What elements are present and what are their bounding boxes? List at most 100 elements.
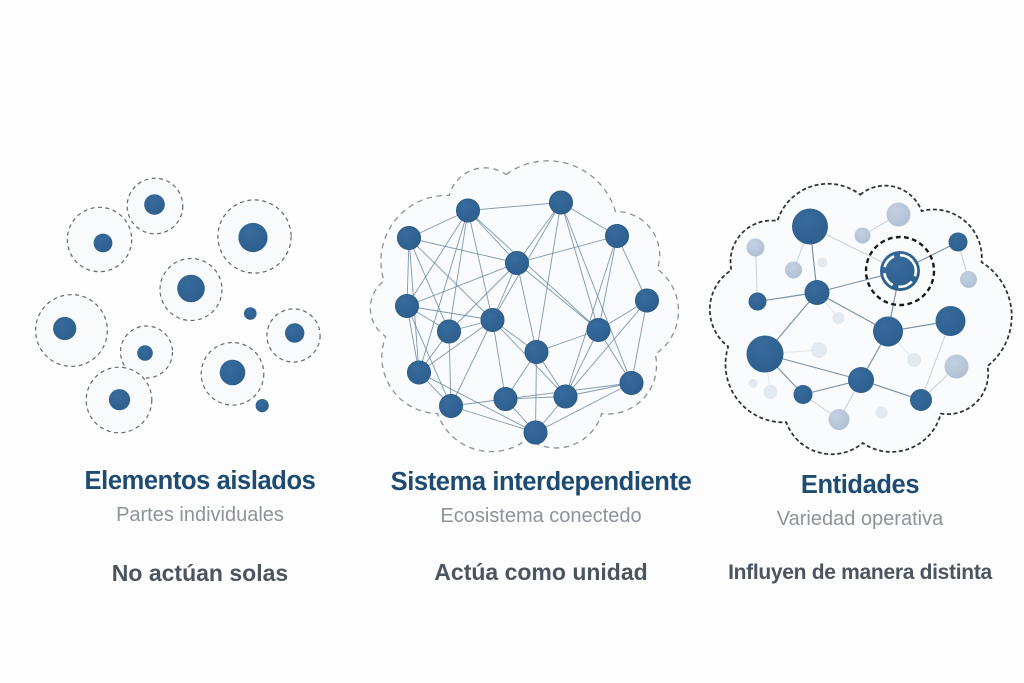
network-node — [604, 224, 629, 249]
entity-edge — [755, 247, 758, 302]
panel1-caption: No actúan solas — [111, 560, 289, 586]
entity-node-faded — [817, 257, 828, 268]
panel3-caption: Influyen de manera distinta — [728, 561, 992, 584]
network-group — [369, 160, 680, 453]
isolated-dot — [255, 399, 269, 413]
entity-node-dark — [935, 306, 966, 336]
entities-group — [708, 182, 1013, 456]
isolated-dot — [238, 222, 268, 253]
network-edge — [448, 331, 452, 407]
isolated-dot — [244, 307, 257, 320]
network-edge — [406, 210, 469, 307]
panel1-subtitle: Partes individuales — [116, 504, 284, 526]
isolated-dot — [53, 316, 77, 341]
network-node — [548, 190, 573, 215]
network-edge — [408, 237, 518, 264]
panel3-text-block: Entidades Variedad operativa — [690, 471, 1024, 531]
entity-node-light — [960, 271, 977, 288]
network-edge — [631, 300, 648, 384]
network-edge — [516, 202, 562, 264]
network-node — [493, 386, 518, 411]
isolated-dot — [219, 359, 246, 386]
panel1-text-block: Elementos aislados Partes individuales — [30, 467, 370, 527]
network-edge — [448, 210, 469, 332]
network-edge — [565, 300, 648, 397]
isolated-dot — [285, 323, 305, 343]
network-edge — [418, 319, 493, 373]
entity-node-dark — [848, 367, 874, 393]
entities-cloud-outline — [708, 182, 1013, 456]
panel2-subtitle: Ecosistema conectedo — [440, 505, 642, 527]
network-node — [586, 317, 611, 342]
highlighted-entity-node — [880, 251, 920, 291]
network-edge — [406, 305, 493, 321]
entity-node-faded — [907, 353, 921, 367]
network-node — [524, 339, 549, 364]
network-edge — [406, 305, 452, 407]
network-node — [438, 393, 463, 418]
network-edge — [450, 319, 493, 407]
isolated-dot — [108, 389, 131, 411]
network-node — [480, 307, 505, 332]
entity-node-faded — [811, 342, 827, 358]
network-edge — [408, 237, 493, 321]
isolated-dot — [144, 194, 165, 215]
network-edge — [565, 235, 618, 397]
panel1-title: Elementos aislados — [84, 467, 316, 495]
entity-node-light — [854, 227, 871, 244]
isolated-dot — [93, 233, 113, 253]
entity-node-faded — [763, 385, 778, 399]
network-edge — [406, 262, 518, 307]
network-node — [394, 293, 419, 318]
network-edge — [448, 262, 518, 332]
network-edge — [565, 329, 599, 397]
network-edge — [516, 262, 599, 331]
network-node — [406, 360, 431, 385]
network-node — [504, 251, 529, 276]
network-edge — [450, 405, 536, 433]
entity-node-dark — [793, 385, 813, 404]
network-node — [634, 288, 659, 313]
network-edge — [598, 235, 618, 331]
network-edge — [536, 202, 562, 353]
network-edge — [516, 235, 618, 264]
entity-node-light — [944, 354, 969, 379]
panel3-title: Entidades — [800, 471, 920, 499]
highlight-dashed-circle — [864, 235, 936, 307]
entity-node-faded — [748, 379, 758, 388]
network-edge — [535, 351, 537, 433]
entity-node-dark — [746, 335, 784, 373]
network-edge — [560, 202, 632, 384]
entity-node-dark — [873, 316, 903, 347]
panel2-title: Sistema interdependiente — [390, 468, 692, 496]
panel3-subtitle: Variedad operativa — [776, 508, 944, 530]
network-edge — [467, 210, 599, 331]
isolated-dot — [137, 345, 153, 361]
network-node — [523, 420, 548, 445]
network-node — [455, 198, 480, 223]
entity-node-light — [785, 261, 802, 279]
entity-node-light — [746, 238, 765, 257]
network-edge — [492, 319, 506, 400]
entity-node-dark — [804, 280, 830, 305]
entity-node-light — [828, 409, 850, 430]
network-node — [396, 226, 421, 251]
entity-node-dark — [948, 232, 968, 252]
entity-node-dark — [792, 208, 828, 245]
network-edge — [535, 382, 632, 433]
network-node — [553, 384, 578, 409]
isolated-elements-group — [34, 177, 321, 434]
highlight-inner-ring — [882, 253, 918, 289]
panel2-text-block: Sistema interdependiente Ecosistema cone… — [371, 468, 711, 528]
network-node — [619, 370, 644, 395]
network-edge — [408, 237, 450, 332]
entity-node-light — [886, 202, 911, 227]
network-node — [436, 319, 461, 344]
entity-node-dark — [910, 389, 932, 411]
entity-node-faded — [875, 406, 888, 419]
entity-node-dark — [748, 292, 767, 311]
network-edge — [560, 202, 599, 331]
isolated-dot — [177, 274, 205, 303]
